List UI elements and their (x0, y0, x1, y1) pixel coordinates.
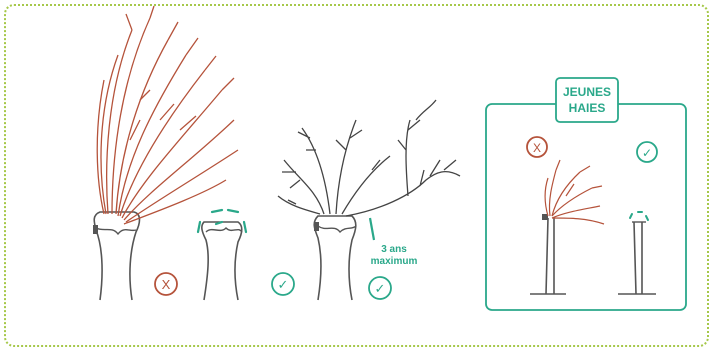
check-icon: ✓ (272, 273, 294, 295)
tree-cut-stump (198, 210, 246, 300)
check-symbol-label: ✓ (642, 146, 652, 160)
panel-border (486, 104, 686, 310)
check-symbol-label: ✓ (278, 278, 289, 293)
panel-title-line-1: JEUNES (563, 85, 611, 99)
wrong-icon: X (155, 273, 177, 295)
wrong-symbol-label: X (533, 141, 541, 155)
check-symbol-label: ✓ (375, 282, 386, 297)
wrong-symbol-label: X (162, 277, 171, 292)
tree-overgrown (93, 6, 238, 300)
tree-regrowth (278, 100, 460, 300)
young-hedges-panel: JEUNES HAIES X ✓ (486, 78, 686, 310)
panel-title-line-2: HAIES (569, 101, 606, 115)
annotation-line-1: 3 ans (381, 244, 407, 255)
check-icon: ✓ (369, 277, 391, 299)
annotation-line-2: maximum (371, 256, 418, 267)
